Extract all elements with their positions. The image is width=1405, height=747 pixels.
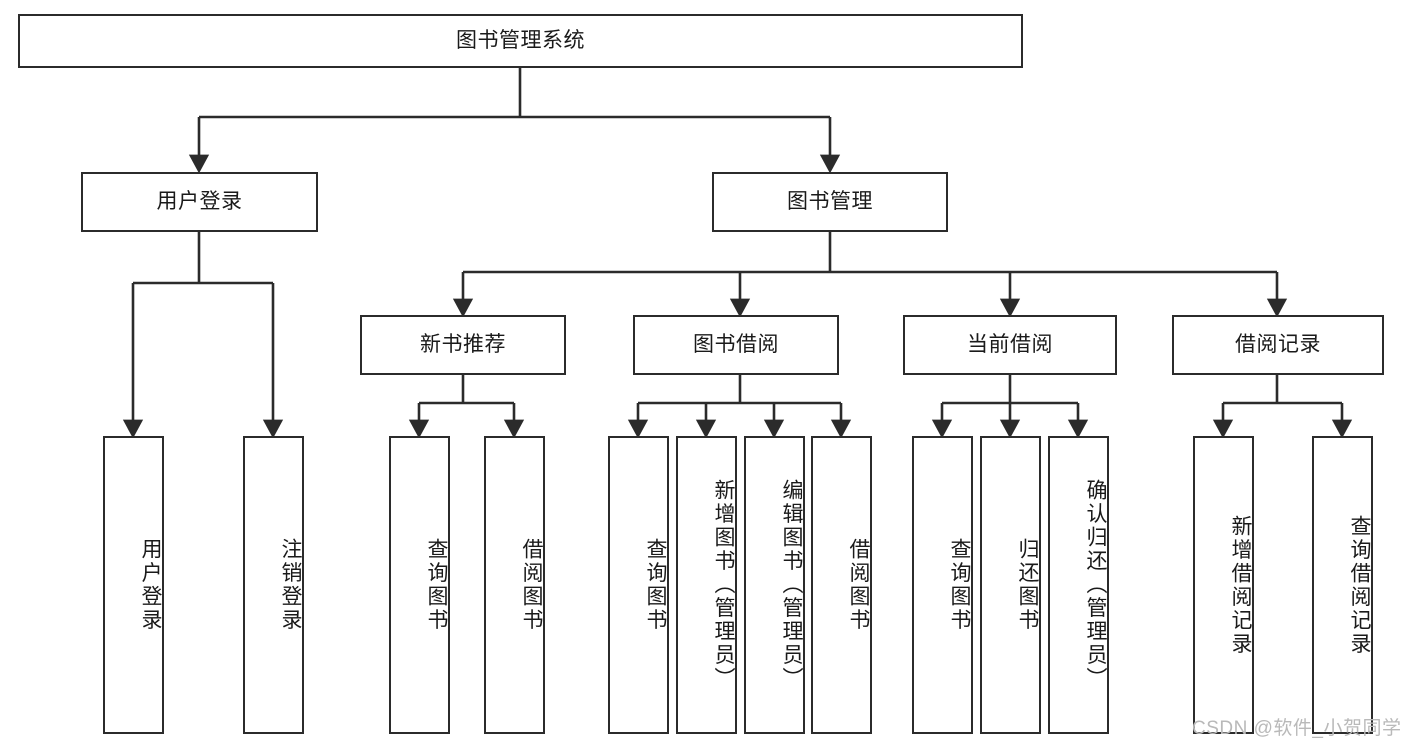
node-leaf-add-book[interactable]: 新增图书（管理员） [676,436,737,734]
node-book-manage[interactable]: 图书管理 [712,172,948,232]
node-label: 借阅图书 [520,538,543,632]
node-label: 图书借阅 [693,332,779,356]
node-label: 用户登录 [156,189,243,213]
node-label: 新增借阅记录 [1229,514,1252,656]
node-leaf-query-book-3[interactable]: 查询图书 [912,436,973,734]
node-label: 图书管理系统 [456,28,585,52]
node-label: 查询借阅记录 [1348,514,1371,656]
node-label: 新书推荐 [420,332,506,356]
node-leaf-borrow-book-1[interactable]: 借阅图书 [484,436,545,734]
node-leaf-return-book[interactable]: 归还图书 [980,436,1041,734]
node-label: 用户登录 [139,538,162,632]
node-book-borrow[interactable]: 图书借阅 [633,315,839,375]
node-label: 确认归还（管理员） [1084,479,1107,691]
node-borrow-record[interactable]: 借阅记录 [1172,315,1384,375]
node-root-system[interactable]: 图书管理系统 [18,14,1023,68]
node-label: 借阅图书 [847,538,870,632]
node-label: 图书管理 [787,189,873,213]
node-leaf-edit-book[interactable]: 编辑图书（管理员） [744,436,805,734]
node-leaf-confirm-return[interactable]: 确认归还（管理员） [1048,436,1109,734]
node-leaf-user-logout[interactable]: 注销登录 [243,436,304,734]
node-label: 查询图书 [425,538,448,632]
node-label: 借阅记录 [1235,332,1321,356]
node-label: 查询图书 [644,538,667,632]
node-leaf-query-record[interactable]: 查询借阅记录 [1312,436,1373,734]
node-label: 当前借阅 [967,332,1053,356]
node-label: 查询图书 [948,538,971,632]
node-new-book-recommend[interactable]: 新书推荐 [360,315,566,375]
node-user-login[interactable]: 用户登录 [81,172,318,232]
node-leaf-query-book-2[interactable]: 查询图书 [608,436,669,734]
watermark-credit: CSDN @软件_小贺同学 [1192,718,1402,739]
node-current-borrow[interactable]: 当前借阅 [903,315,1117,375]
node-label: 编辑图书（管理员） [780,479,803,691]
node-leaf-query-book-1[interactable]: 查询图书 [389,436,450,734]
node-label: 新增图书（管理员） [712,479,735,691]
node-label: 归还图书 [1016,538,1039,632]
node-leaf-borrow-book-2[interactable]: 借阅图书 [811,436,872,734]
node-leaf-add-record[interactable]: 新增借阅记录 [1193,436,1254,734]
node-label: 注销登录 [279,538,302,632]
node-leaf-user-login[interactable]: 用户登录 [103,436,164,734]
